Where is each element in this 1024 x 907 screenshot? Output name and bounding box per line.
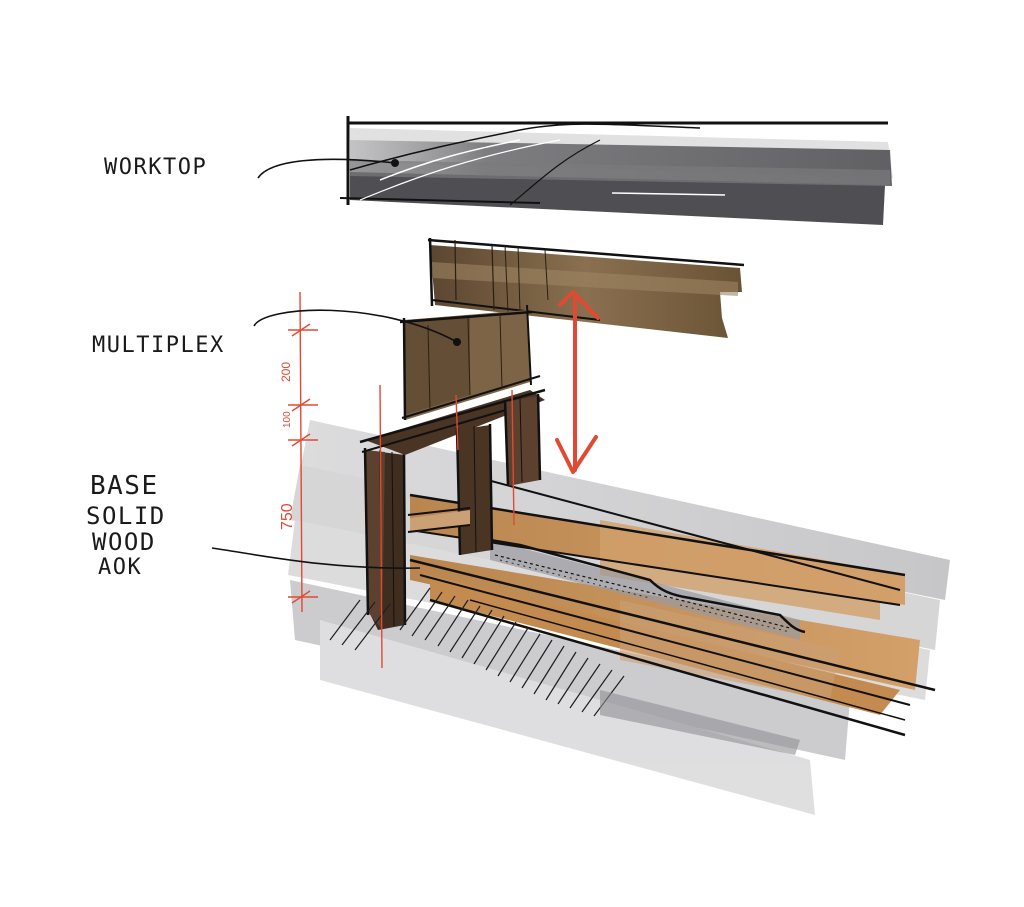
label-base: BASE xyxy=(90,471,159,501)
label-solid: SOLID xyxy=(86,502,166,530)
double-headed-arrow-icon xyxy=(555,290,600,474)
dimension-750: 750 xyxy=(279,503,296,530)
dimension-labels: 200 100 750 xyxy=(279,362,296,530)
multiplex-upper-board xyxy=(427,237,745,338)
label-aok: AOK xyxy=(98,555,142,580)
dimension-guides xyxy=(288,291,515,669)
floor-shadow-grey xyxy=(600,690,800,755)
label-worktop: WORKTOP xyxy=(104,155,207,180)
worktop-slab xyxy=(339,116,893,225)
floor-hatching xyxy=(329,587,625,717)
label-multiplex: MULTIPLEX xyxy=(92,333,225,358)
leader-lines xyxy=(211,158,458,569)
dimension-200: 200 xyxy=(279,362,293,382)
base-frame-legs xyxy=(359,388,546,630)
base-solid-wood-oak xyxy=(409,477,936,737)
label-wood: WOOD xyxy=(92,528,156,556)
dimension-100: 100 xyxy=(282,411,293,428)
